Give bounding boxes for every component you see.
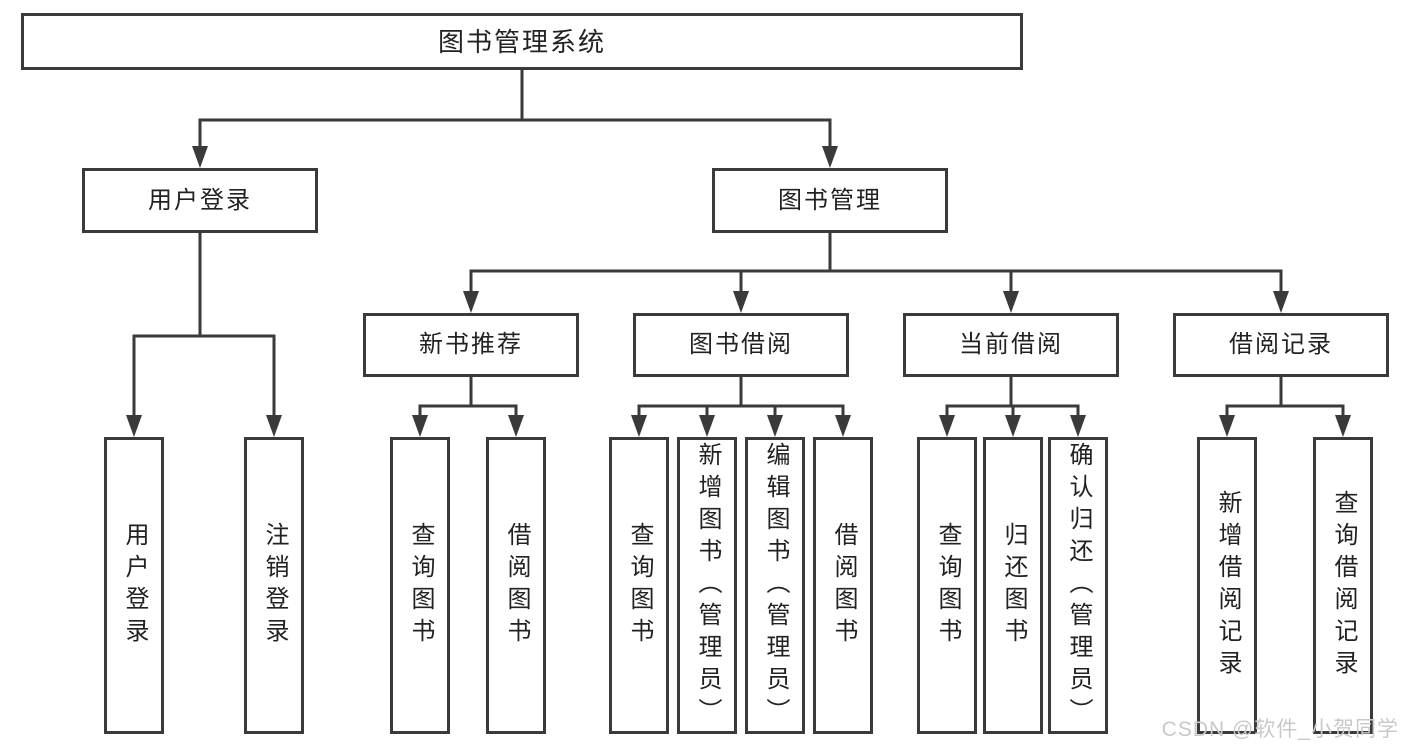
node-label: 新增借阅记录 [1214,489,1241,682]
node-label: 用户登录 [148,186,252,214]
leaf-br-add-record: 新增借阅记录 [1197,437,1257,734]
leaf-nbr-query-books: 查询图书 [390,437,450,734]
node-label: 当前借阅 [959,331,1063,358]
node-label: 归还图书 [1000,521,1027,650]
leaf-cb-confirm-return: 确认归还（管理员） [1048,437,1108,734]
node-root: 图书管理系统 [21,13,1023,70]
node-label: 图书管理 [778,186,882,214]
node-label: 借阅图书 [830,521,857,650]
node-new-book-recommend: 新书推荐 [363,313,579,377]
leaf-nbr-borrow-books: 借阅图书 [486,437,546,734]
node-book-management: 图书管理 [712,168,948,233]
watermark: CSDN @软件_小贺同学 [1161,718,1399,741]
node-label: 借阅图书 [503,521,530,650]
node-user-login-group: 用户登录 [82,168,318,233]
leaf-br-query-record: 查询借阅记录 [1313,437,1373,734]
leaf-bb-edit-books: 编辑图书（管理员） [745,437,805,734]
node-label: 查询图书 [934,521,961,650]
node-label: 查询借阅记录 [1330,489,1357,682]
leaf-bb-query-books: 查询图书 [609,437,669,734]
leaf-cb-query-books: 查询图书 [917,437,977,734]
arrowhead-icons [126,146,1351,437]
node-label: 借阅记录 [1229,331,1333,358]
node-label: 图书借阅 [689,331,793,358]
node-label: 查询图书 [407,521,434,650]
leaf-user-login: 用户登录 [104,437,164,734]
node-label: 注销登录 [261,521,288,650]
node-label: 用户登录 [121,521,148,650]
leaf-cb-return-books: 归还图书 [983,437,1043,734]
leaf-bb-add-books: 新增图书（管理员） [677,437,737,734]
node-borrow-records: 借阅记录 [1173,313,1389,377]
node-label: 查询图书 [626,521,653,650]
node-label: 新书推荐 [419,331,523,358]
node-label: 图书管理系统 [437,26,606,57]
leaf-bb-borrow-books: 借阅图书 [813,437,873,734]
node-label: 编辑图书（管理员） [762,441,789,730]
node-label: 新增图书（管理员） [694,441,721,730]
node-book-borrow: 图书借阅 [633,313,849,377]
node-current-borrow: 当前借阅 [903,313,1119,377]
leaf-logout: 注销登录 [244,437,304,734]
node-label: 确认归还（管理员） [1065,441,1092,730]
